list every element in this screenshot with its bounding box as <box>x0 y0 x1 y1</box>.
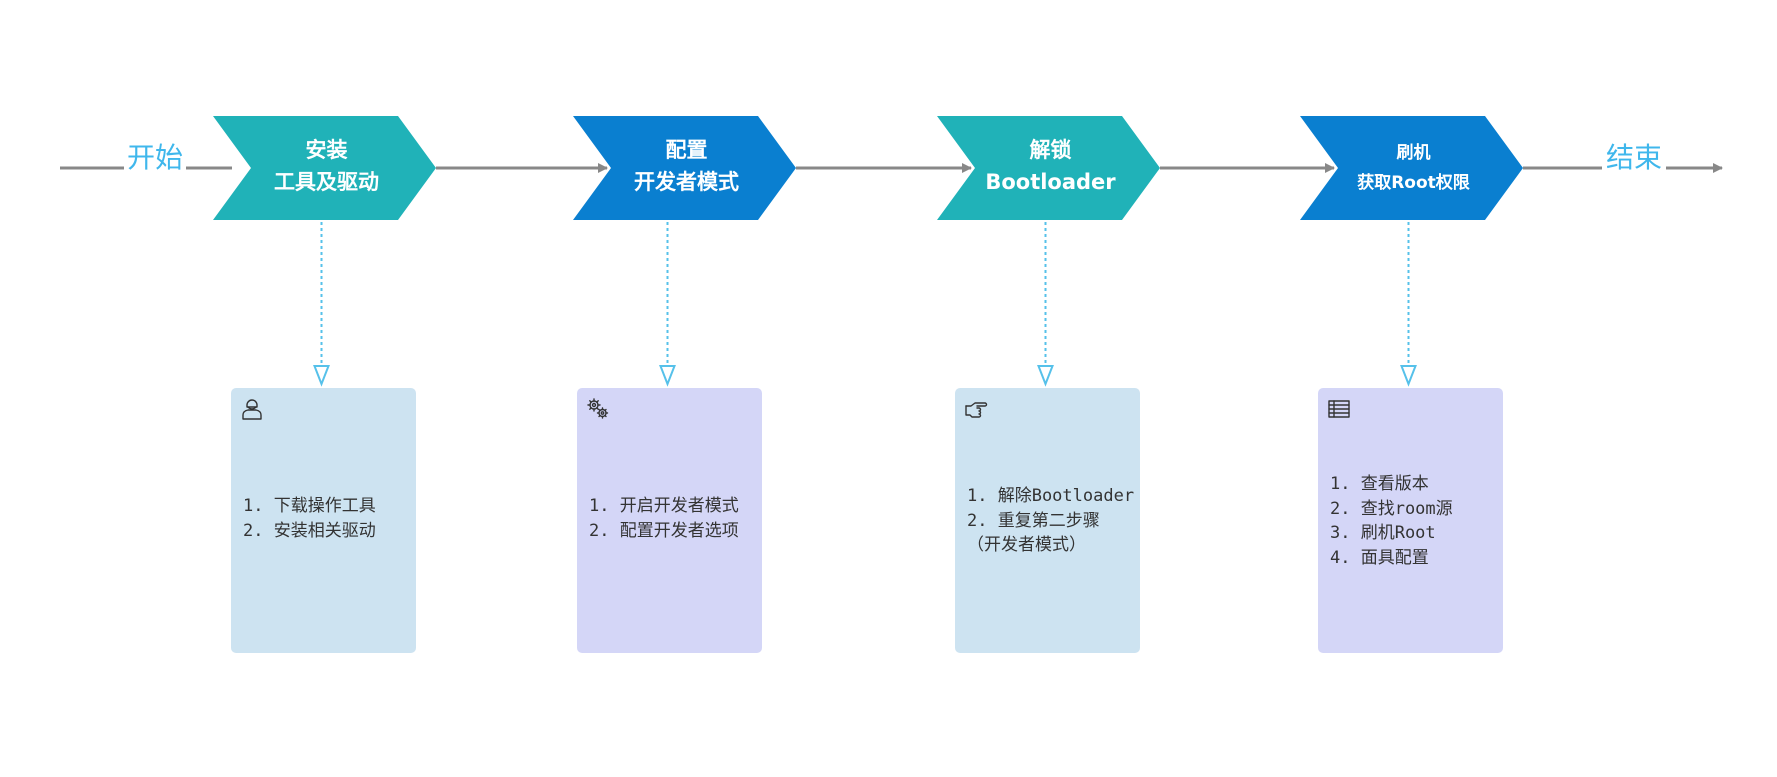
step-3-card: 1. 解除Bootloader 2. 重复第二步骤 （开发者模式） <box>955 388 1140 653</box>
list-item: 4. 面具配置 <box>1330 547 1429 568</box>
list-item: 2. 安装相关驱动 <box>243 520 376 541</box>
list-item: 1. 下载操作工具 <box>243 496 376 516</box>
step-1-title-line-1: 安装 <box>306 138 348 162</box>
gears-icon <box>587 398 609 419</box>
list-item: 3. 刷机Root <box>1330 523 1436 543</box>
step-3-title-line-2: Bootloader <box>985 170 1116 194</box>
step-3-chevron: 解锁 Bootloader <box>937 116 1160 220</box>
step-2-dotted-arrowhead <box>659 365 676 387</box>
step-2-card-list: 1. 开启开发者模式 2. 配置开发者选项 <box>589 494 758 543</box>
user-icon <box>242 399 262 420</box>
step-4-card-list: 1. 查看版本 2. 查找room源 3. 刷机Root 4. 面具配置 <box>1330 472 1499 570</box>
list-item: 2. 配置开发者选项 <box>589 520 739 541</box>
step-3-chevron-shape <box>937 116 1160 220</box>
step-2-title-line-2: 开发者模式 <box>634 170 739 194</box>
step-2-chevron-shape <box>573 116 796 220</box>
step-4-card: 1. 查看版本 2. 查找room源 3. 刷机Root 4. 面具配置 <box>1318 388 1503 653</box>
step-1-card-list: 1. 下载操作工具 2. 安装相关驱动 <box>243 494 412 543</box>
list-item: 1. 查看版本 <box>1330 474 1429 494</box>
hand-pointer-icon <box>965 402 988 418</box>
step-1-dotted-arrowhead <box>313 365 330 387</box>
step-4-chevron-shape <box>1300 116 1523 220</box>
list-item: 2. 重复第二步骤 <box>967 510 1100 531</box>
step-4-title-line-2: 获取Root权限 <box>1357 172 1470 193</box>
step-1-chevron-shape <box>213 116 436 220</box>
list-item: 1. 开启开发者模式 <box>589 496 739 516</box>
start-label: 开始 <box>127 141 183 174</box>
step-3-card-list: 1. 解除Bootloader 2. 重复第二步骤 （开发者模式） <box>967 484 1136 558</box>
step-3-title-line-1: 解锁 <box>1030 138 1072 162</box>
step-4-dotted-arrowhead <box>1400 365 1417 387</box>
step-1-title-line-2: 工具及驱动 <box>274 170 379 194</box>
step-2-title-line-1: 配置 <box>666 138 708 162</box>
step-2-card: 1. 开启开发者模式 2. 配置开发者选项 <box>577 388 762 653</box>
list-item: （开发者模式） <box>967 535 1086 555</box>
end-label: 结束 <box>1606 141 1662 174</box>
list-item: 1. 解除Bootloader <box>967 486 1135 506</box>
step-1-card: 1. 下载操作工具 2. 安装相关驱动 <box>231 388 416 653</box>
list-item: 2. 查找room源 <box>1330 498 1453 519</box>
list-icon <box>1328 400 1350 418</box>
step-4-title-line-1: 刷机 <box>1397 142 1431 163</box>
step-3-dotted-arrowhead <box>1037 365 1054 387</box>
